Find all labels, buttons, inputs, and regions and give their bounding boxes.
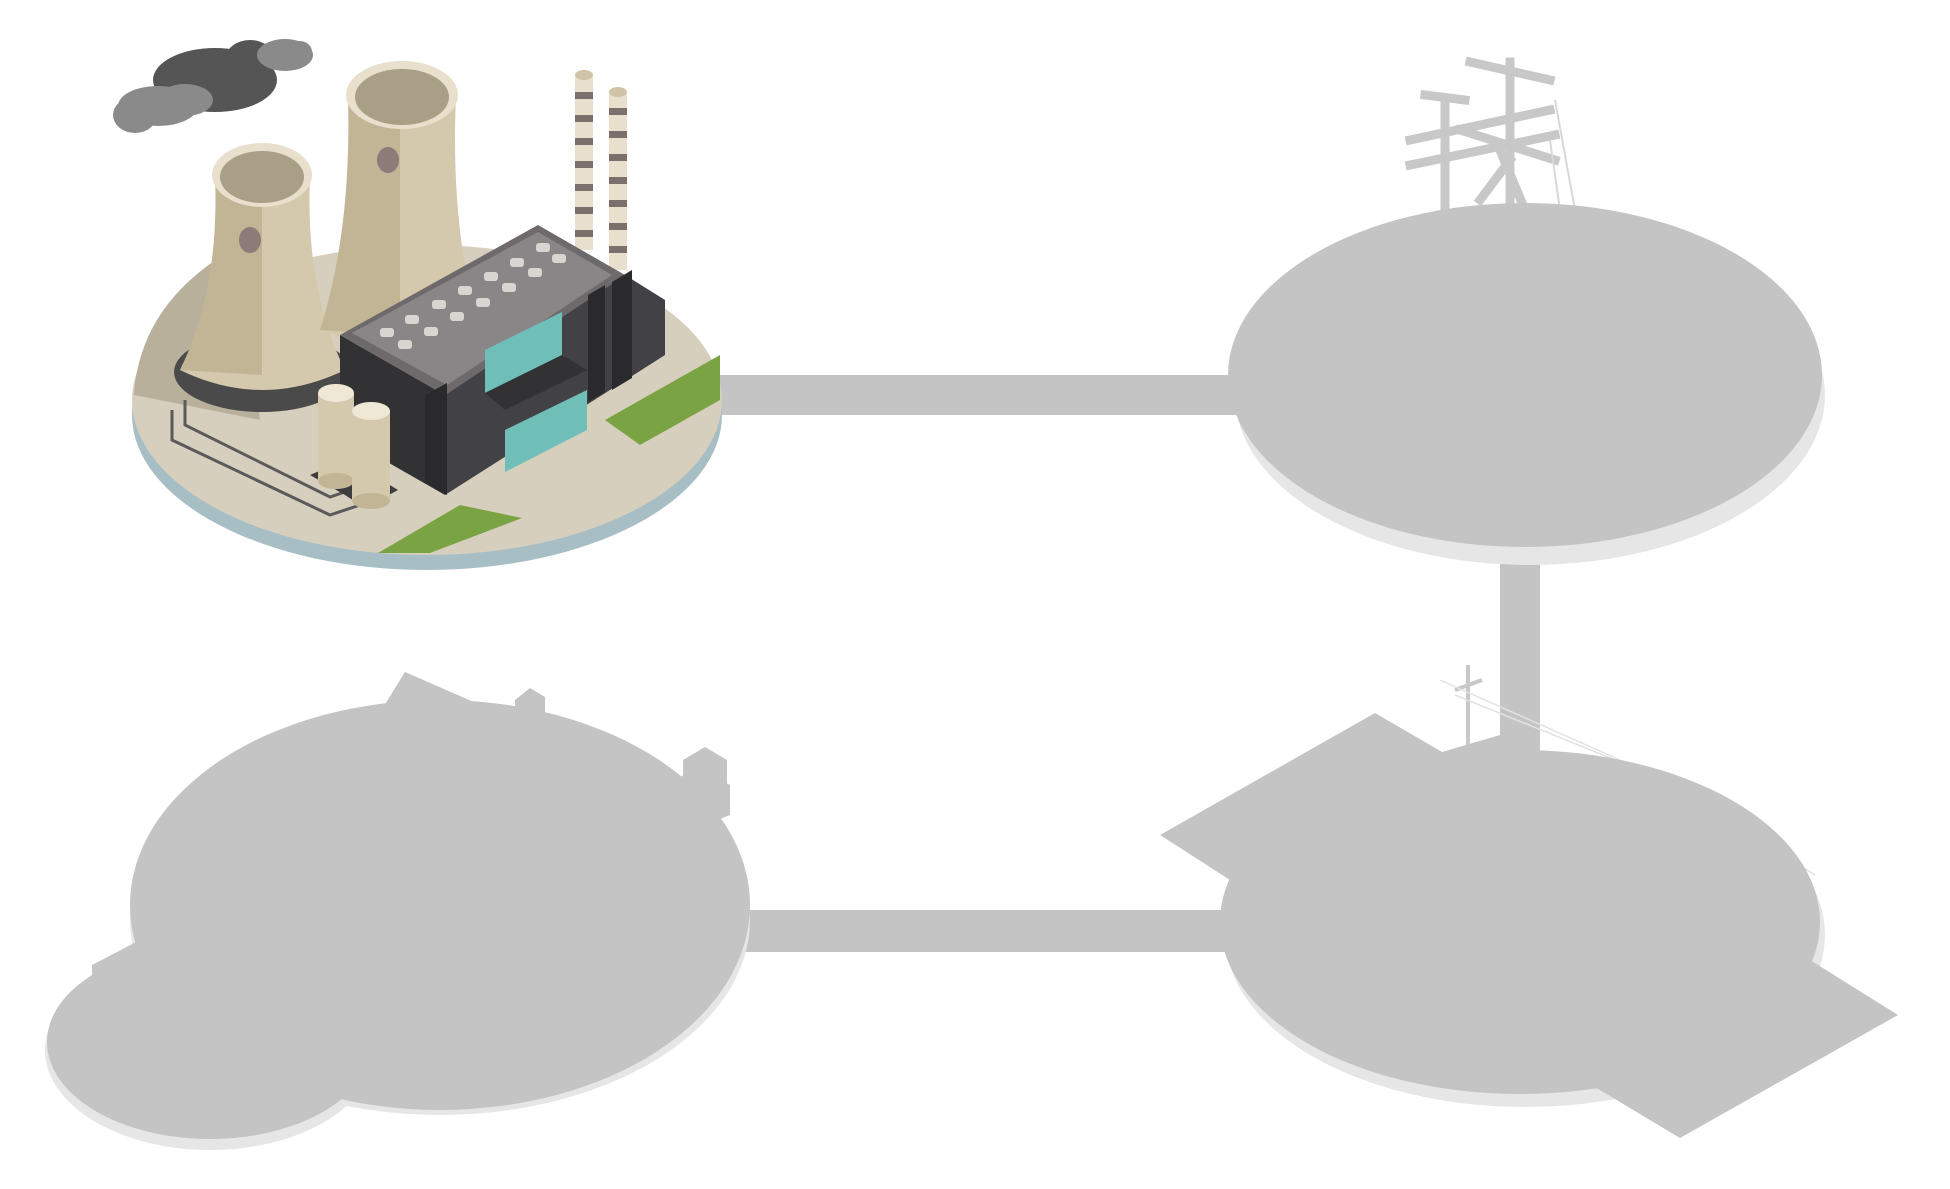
chimney-stack-icon [575, 70, 627, 270]
transmission-tower-node[interactable] [1228, 56, 1825, 565]
cooling-tower-left [174, 143, 350, 412]
connector-substation-to-house [730, 910, 1260, 952]
lawn-left [378, 505, 522, 553]
plant-building [340, 225, 665, 495]
smoke-icon [113, 39, 313, 133]
lawn-right [605, 355, 720, 445]
transmission-tower-icon [1404, 56, 1561, 220]
connector-plant-to-tower [715, 375, 1260, 415]
storage-tanks [310, 384, 398, 509]
house-node[interactable] [45, 672, 750, 1150]
power-plant-node[interactable] [113, 39, 722, 570]
window-upper [485, 312, 562, 393]
substation-node[interactable] [1160, 665, 1898, 1138]
window-lower [505, 390, 587, 472]
